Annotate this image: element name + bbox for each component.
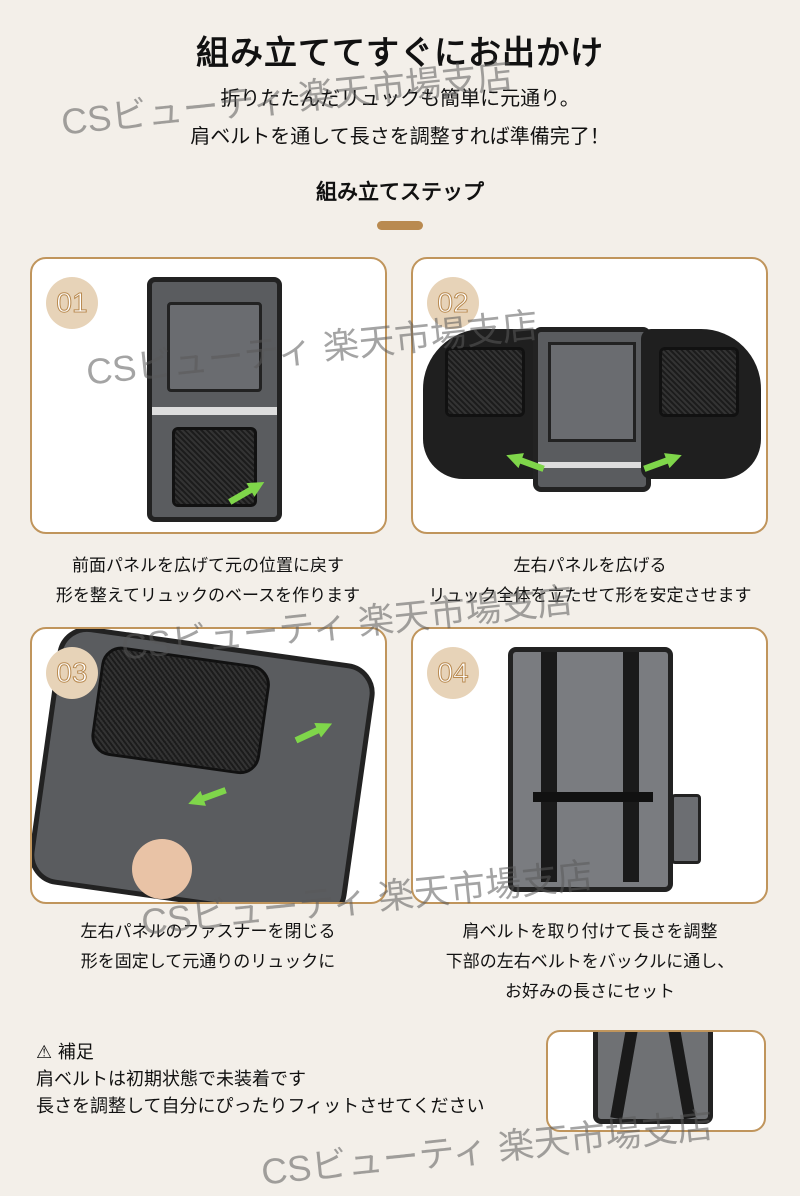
- right-panel: [641, 329, 761, 479]
- page-title: 組み立ててすぐにお出かけ: [196, 33, 604, 72]
- step-4-image: 04: [411, 627, 768, 904]
- step-number: 02: [427, 277, 479, 329]
- note-line-2: 長さを調整して自分にぴったりフィットさせてください: [36, 1096, 485, 1117]
- step-1-image: 01: [30, 257, 387, 534]
- step-1-caption: 前面パネルを広げて元の位置に戻す形を整えてリュックのベースを作ります: [55, 556, 361, 606]
- note: ⚠ 補足 肩ベルトは初期状態で未装着です 長さを調整して自分にぴったりフィットさ…: [36, 1039, 485, 1120]
- step-2-image: 02: [411, 257, 768, 534]
- hand: [132, 839, 192, 899]
- step-2-caption: 左右パネルを広げるリュック全体を立たせて形を安定させます: [428, 556, 752, 606]
- step-number: 04: [427, 647, 479, 699]
- step-number: 03: [46, 647, 98, 699]
- step-3-image: 03: [30, 627, 387, 904]
- steps-heading: 組み立てステップ: [316, 180, 484, 204]
- note-line-1: 肩ベルトは初期状態で未装着です: [36, 1069, 306, 1090]
- warning-icon: ⚠: [36, 1042, 53, 1063]
- subtitle-line-2: 肩ベルトを通して長さを調整すれば準備完了！: [190, 124, 610, 148]
- backpack-image: [533, 327, 651, 492]
- heading-underline: [377, 221, 423, 230]
- step-4-caption: 肩ベルトを取り付けて長さを調整下部の左右ベルトをバックルに通し、お好みの長さにセ…: [445, 922, 735, 1002]
- side-pocket: [671, 794, 701, 864]
- backpack-image: [508, 647, 673, 892]
- step-3-caption: 左右パネルのファスナーを閉じる形を固定して元通りのリュックに: [80, 922, 336, 972]
- backpack-image: [593, 1032, 713, 1124]
- backpack-image: [147, 277, 282, 522]
- note-title: 補足: [57, 1042, 94, 1063]
- step-number: 01: [46, 277, 98, 329]
- note-image: [546, 1030, 766, 1132]
- subtitle-line-1: 折りたたんだリュックも簡単に元通り。: [220, 86, 580, 110]
